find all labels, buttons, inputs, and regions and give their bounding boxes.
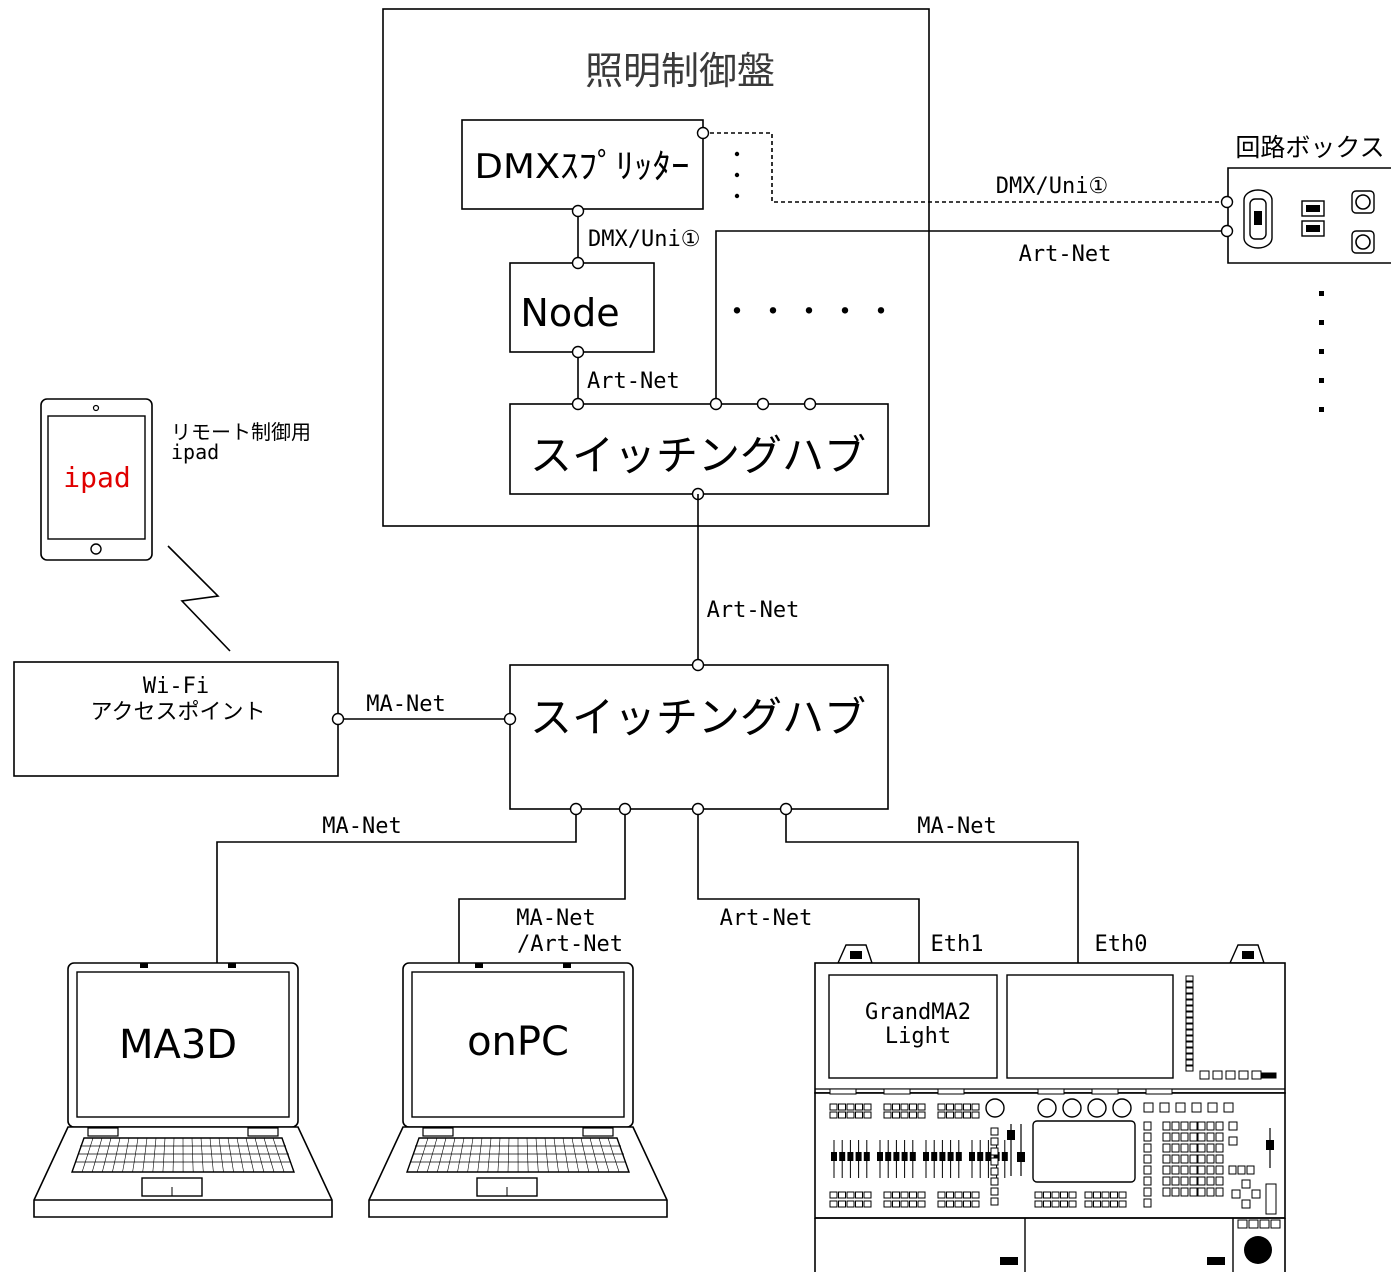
circuit-box-title: 回路ボックス (1235, 133, 1384, 162)
circuit-box: 回路ボックス DMX/Uni① Art-Net (996, 133, 1391, 412)
hub-uplink-label: Art-Net (707, 598, 800, 623)
link-label-eth0: MA-Net (917, 814, 996, 839)
link-label-ma3d: MA-Net (322, 814, 401, 839)
ipad-label: ipad (63, 461, 130, 494)
link-label-node-hub: Art-Net (587, 369, 680, 394)
link-label-onpc-line2: /Art-Net (517, 932, 623, 957)
panel-ellipsis: ・・・・・ (722, 295, 902, 330)
wifi-access-point: Wi-Fi アクセスポイント MA-Net (13, 661, 510, 777)
console-screen-line1: GrandMA2 (865, 1000, 971, 1025)
main-hub-label: スイッチングハブ (530, 693, 866, 742)
wifi-ap-line1: Wi-Fi (143, 674, 209, 699)
splitter-dots (734, 151, 740, 199)
dmx-connector-icon (1243, 189, 1273, 249)
panel-hub-label: スイッチングハブ (530, 431, 866, 480)
laptop-ma3d: MA3D (33, 962, 333, 1218)
main-switching-hub: Art-Net スイッチングハブ MA-Net MA-Net /Art-Net … (216, 494, 1079, 963)
dmx-splitter-label: DMXｽﾌﾟﾘｯﾀｰ (475, 147, 690, 187)
link-label-eth1: Art-Net (720, 906, 813, 931)
wireless-bolt-icon (167, 545, 231, 652)
laptop-label: MA3D (119, 1022, 237, 1068)
laptop-onpc: onPC (368, 962, 668, 1218)
port-eth0-label: Eth0 (1095, 932, 1148, 957)
dmx-splitter-box (461, 119, 704, 210)
control-panel-title: 照明制御盤 (585, 49, 775, 93)
port-eth1-label: Eth1 (931, 932, 984, 957)
grandma2-console: Eth1 Eth0 GrandMA2 Light (814, 932, 1286, 1272)
wifi-ap-line2: アクセスポイント (91, 700, 266, 725)
ipad-caption-line1: リモート制御用 (171, 420, 311, 444)
control-panel: 照明制御盤 DMXｽﾌﾟﾘｯﾀｰ Node スイッチングハブ ・・・・・ DMX… (382, 8, 1226, 527)
console-screen-line2: Light (885, 1024, 951, 1049)
main-hub-box (509, 664, 889, 810)
circuit-more-dots (1319, 291, 1324, 412)
ipad-caption-line2: ipad (171, 440, 219, 464)
link-label-splitter-node: DMX/Uni① (588, 227, 700, 252)
node-label: Node (520, 291, 619, 335)
circuit-link-artnet-label: Art-Net (1019, 242, 1112, 267)
panel-hub-box (509, 403, 889, 495)
ipad-device: ipad (40, 398, 153, 561)
socket-icons (1301, 190, 1375, 254)
link-label-onpc-line1: MA-Net (516, 906, 595, 931)
wifi-ap-box (13, 661, 339, 777)
wifi-link-label: MA-Net (366, 692, 445, 717)
laptop-label: onPC (467, 1019, 569, 1065)
circuit-link-dmx-label: DMX/Uni① (996, 174, 1108, 199)
